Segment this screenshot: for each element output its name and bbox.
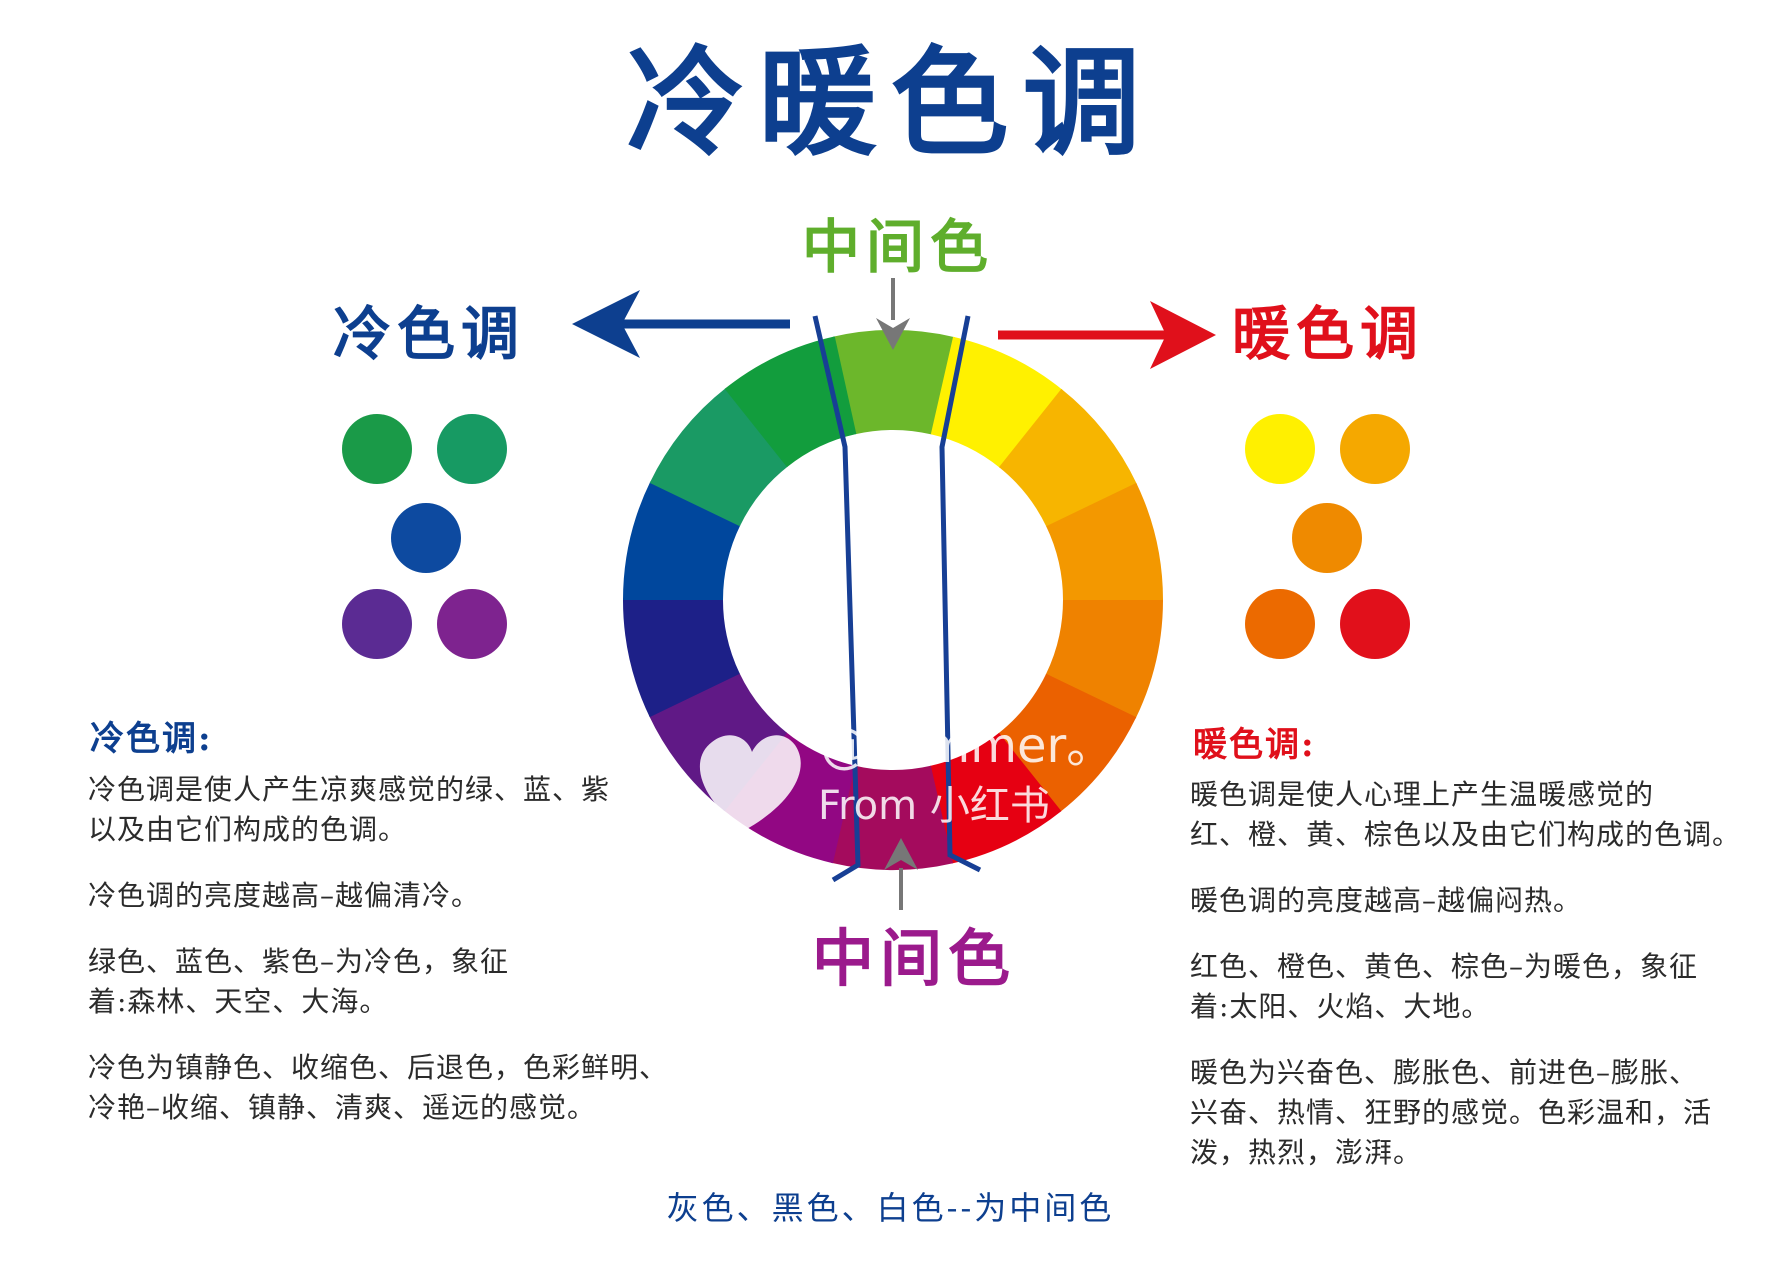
wheel-segment (723, 732, 856, 864)
color-swatch (391, 503, 461, 573)
color-swatch (1245, 589, 1315, 659)
wheel-segment (998, 388, 1138, 528)
wheel-segment (831, 765, 954, 870)
neutral-colors-note: 灰色、黑色、白色--为中间色 (666, 1189, 1115, 1227)
wheel-segment (649, 387, 788, 527)
paragraph-line: 暖色为兴奋色、膨胀色、前进色–膨胀、 (1190, 1056, 1699, 1089)
middle-tone-label-bottom: 中间色 (812, 922, 1017, 995)
color-swatch (1292, 503, 1362, 573)
paragraph-line: 暖色调的亮度越高–越偏闷热。 (1190, 884, 1583, 917)
cool-tone-label: 冷色调 (333, 300, 526, 368)
paragraph-line: 冷色调的亮度越高–越偏清冷。 (88, 879, 481, 912)
color-swatch (1340, 414, 1410, 484)
paragraph: 暖色调是使人心理上产生温暖感觉的红、橙、黄、棕色以及由它们构成的色调。 (1190, 775, 1770, 855)
watermark-source: From 小红书 (818, 783, 1050, 829)
paragraph-line: 冷艳–收缩、镇静、清爽、遥远的感觉。 (88, 1091, 597, 1124)
cool-section-text: 冷色调是使人产生凉爽感觉的绿、蓝、紫以及由它们构成的色调。冷色调的亮度越高–越偏… (88, 770, 688, 1154)
paragraph-line: 红、橙、黄、棕色以及由它们构成的色调。 (1190, 818, 1742, 851)
color-swatch (1340, 589, 1410, 659)
warm-tone-label: 暖色调 (1232, 300, 1425, 368)
paragraph-line: 红色、橙色、黄色、棕色–为暖色，象征 (1190, 950, 1699, 983)
color-swatch (1245, 414, 1315, 484)
warm-swatches (1245, 414, 1410, 659)
wheel-segment (724, 336, 857, 468)
watermark-handle: @summer。 (820, 718, 1115, 774)
wheel-segment (930, 336, 1063, 468)
middle-bottom-arrow (884, 838, 918, 910)
warm-section-heading: 暖色调: (1193, 725, 1316, 765)
page-title: 冷暖色调 (626, 33, 1155, 172)
middle-tone-label-top: 中间色 (802, 213, 995, 281)
color-swatch (437, 589, 507, 659)
paragraph-line: 着:太阳、火焰、大地。 (1190, 990, 1491, 1023)
wheel-segment (832, 330, 955, 435)
wheel-segment (929, 732, 1062, 864)
color-wheel (623, 330, 1163, 870)
warm-section-text: 暖色调是使人心理上产生温暖感觉的红、橙、黄、棕色以及由它们构成的色调。暖色调的亮… (1190, 775, 1770, 1199)
color-swatch (437, 414, 507, 484)
paragraph-line: 兴奋、热情、狂野的感觉。色彩温和，活 (1190, 1096, 1713, 1129)
paragraph: 红色、橙色、黄色、棕色–为暖色，象征着:太阳、火焰、大地。 (1190, 947, 1770, 1027)
paragraph-line: 绿色、蓝色、紫色–为冷色，象征 (88, 945, 510, 978)
paragraph-line: 以及由它们构成的色调。 (88, 813, 408, 846)
color-swatch (342, 589, 412, 659)
wheel-segment (623, 598, 740, 718)
color-swatch (342, 414, 412, 484)
divider-line-left (812, 315, 861, 883)
paragraph-line: 暖色调是使人心理上产生温暖感觉的 (1190, 778, 1655, 811)
paragraph-line: 着:森林、天空、大海。 (88, 985, 389, 1018)
paragraph-line: 冷色为镇静色、收缩色、后退色，色彩鲜明、 (88, 1051, 669, 1084)
wheel-segment (1046, 482, 1163, 602)
paragraph-line: 冷色调是使人产生凉爽感觉的绿、蓝、紫 (88, 773, 611, 806)
divider-line-right (939, 315, 982, 873)
paragraph: 冷色为镇静色、收缩色、后退色，色彩鲜明、冷艳–收缩、镇静、清爽、遥远的感觉。 (88, 1048, 688, 1128)
paragraph: 冷色调的亮度越高–越偏清冷。 (88, 876, 688, 916)
cool-arrow (572, 290, 790, 358)
paragraph: 暖色为兴奋色、膨胀色、前进色–膨胀、兴奋、热情、狂野的感觉。色彩温和，活泼，热烈… (1190, 1053, 1770, 1173)
cool-section-heading: 冷色调: (90, 719, 213, 759)
paragraph: 绿色、蓝色、紫色–为冷色，象征着:森林、天空、大海。 (88, 942, 688, 1022)
warm-arrow (998, 301, 1216, 369)
cool-swatches (342, 414, 507, 659)
middle-top-arrow (876, 278, 910, 350)
watermark-heart-icon (699, 735, 801, 830)
paragraph: 暖色调的亮度越高–越偏闷热。 (1190, 881, 1770, 921)
paragraph: 冷色调是使人产生凉爽感觉的绿、蓝、紫以及由它们构成的色调。 (88, 770, 688, 850)
wheel-segment (998, 673, 1137, 813)
paragraph-line: 泼，热烈，澎湃。 (1190, 1136, 1423, 1169)
